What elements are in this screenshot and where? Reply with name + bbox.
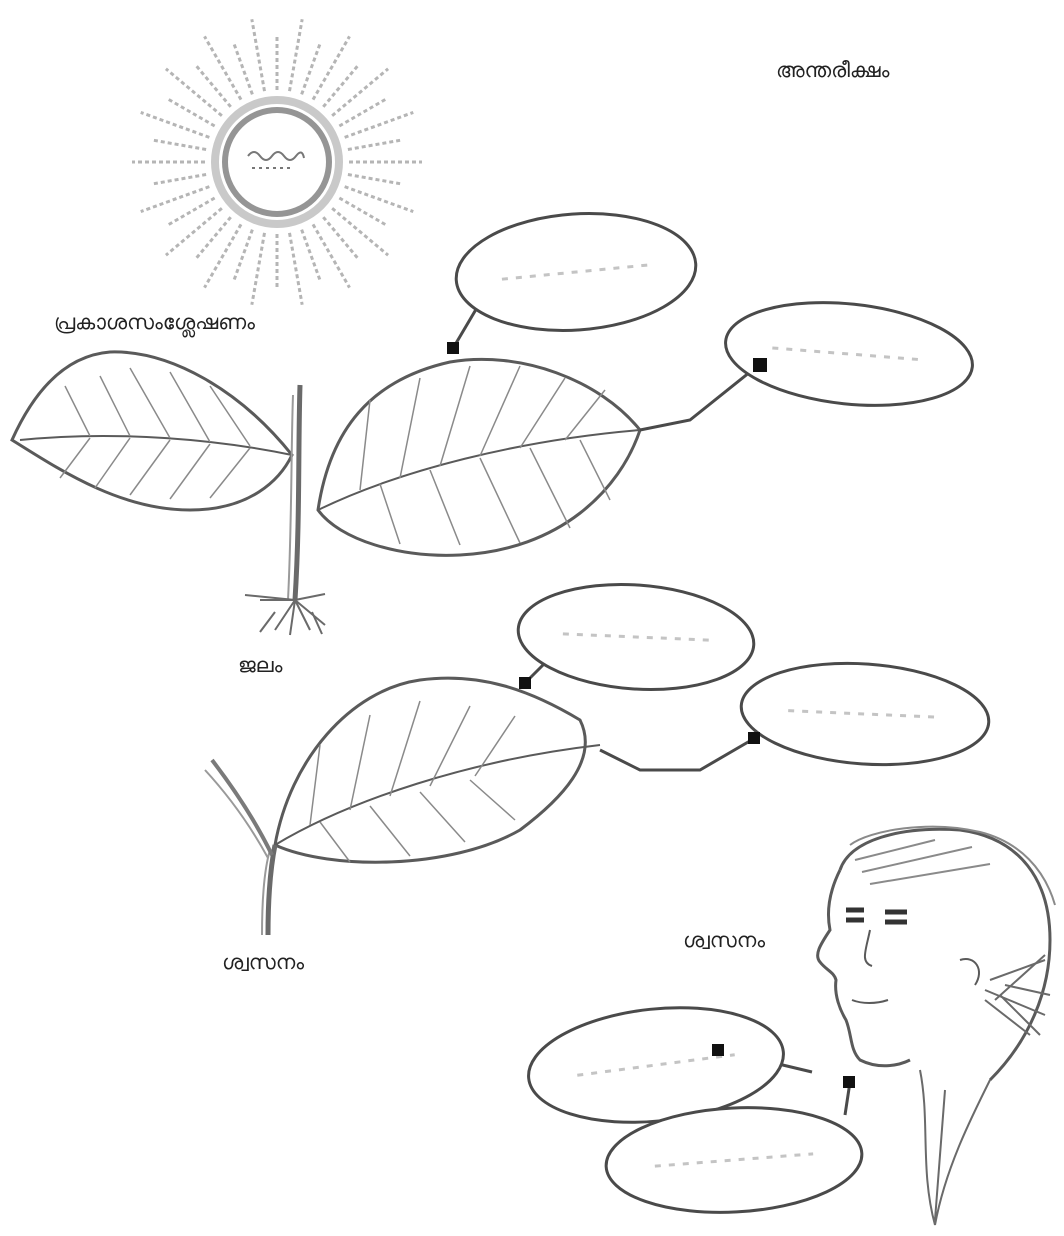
sun-ray bbox=[348, 175, 403, 185]
upper-plant-roots bbox=[245, 594, 325, 635]
mouth bbox=[852, 1000, 888, 1003]
sun-ray bbox=[151, 175, 206, 185]
label-respiration-plant: ശ്വസനം bbox=[222, 952, 304, 973]
sun-ray bbox=[332, 208, 388, 255]
upper-plant-left-leaf bbox=[12, 352, 292, 510]
label-water: ജലം bbox=[238, 655, 282, 676]
upper-plant-stem bbox=[295, 385, 300, 600]
label-photosynthesis: പ്രകാശസംശ്ലേഷണം bbox=[54, 312, 255, 333]
sun-ray bbox=[141, 187, 210, 212]
face-profile bbox=[818, 870, 910, 1066]
sun-ray bbox=[339, 198, 387, 226]
blank-ovals bbox=[452, 206, 992, 1219]
label-atmosphere: അന്തരീക്ഷം bbox=[776, 60, 889, 81]
sun-ray bbox=[302, 230, 321, 283]
sun-ray bbox=[252, 233, 265, 305]
ear bbox=[960, 959, 979, 985]
oval-photosynthesis-2 bbox=[720, 291, 977, 416]
lower-plant-stem bbox=[268, 845, 275, 935]
sun-ray bbox=[302, 42, 321, 95]
oval-plant-resp-2 bbox=[738, 655, 992, 772]
lower-plant-leaf bbox=[275, 678, 585, 862]
upper-plant-right-leaf bbox=[318, 359, 640, 555]
sun-ray bbox=[151, 140, 206, 150]
sun-ray bbox=[233, 42, 252, 95]
label-respiration-human: ശ്വസനം bbox=[683, 930, 765, 951]
sun-ray bbox=[323, 217, 359, 260]
sun-ray bbox=[345, 187, 414, 212]
lower-plant bbox=[205, 678, 600, 935]
nose bbox=[865, 930, 872, 966]
sun-disc bbox=[225, 110, 329, 214]
sun-ray bbox=[166, 208, 222, 255]
sun-ray bbox=[323, 64, 359, 107]
sun-ray bbox=[290, 19, 303, 91]
sun-ray bbox=[166, 198, 214, 226]
upper-plant bbox=[12, 352, 640, 635]
sun-ray bbox=[339, 98, 387, 126]
sun-ray bbox=[348, 140, 403, 150]
sun-ray bbox=[345, 112, 414, 137]
eyes bbox=[846, 910, 907, 922]
sun-ray bbox=[233, 230, 252, 283]
sun bbox=[132, 19, 422, 305]
neck-cloth bbox=[920, 1070, 990, 1225]
sun-ray bbox=[195, 217, 231, 260]
lower-plant-branch bbox=[212, 760, 272, 855]
sun-ray bbox=[252, 19, 265, 91]
sun-ray bbox=[290, 233, 303, 305]
sun-ray bbox=[195, 64, 231, 107]
head-outline bbox=[840, 829, 1050, 1080]
sun-ray bbox=[166, 69, 222, 116]
sun-ray bbox=[332, 69, 388, 116]
sun-ray bbox=[166, 98, 214, 126]
sun-ray bbox=[141, 112, 210, 137]
